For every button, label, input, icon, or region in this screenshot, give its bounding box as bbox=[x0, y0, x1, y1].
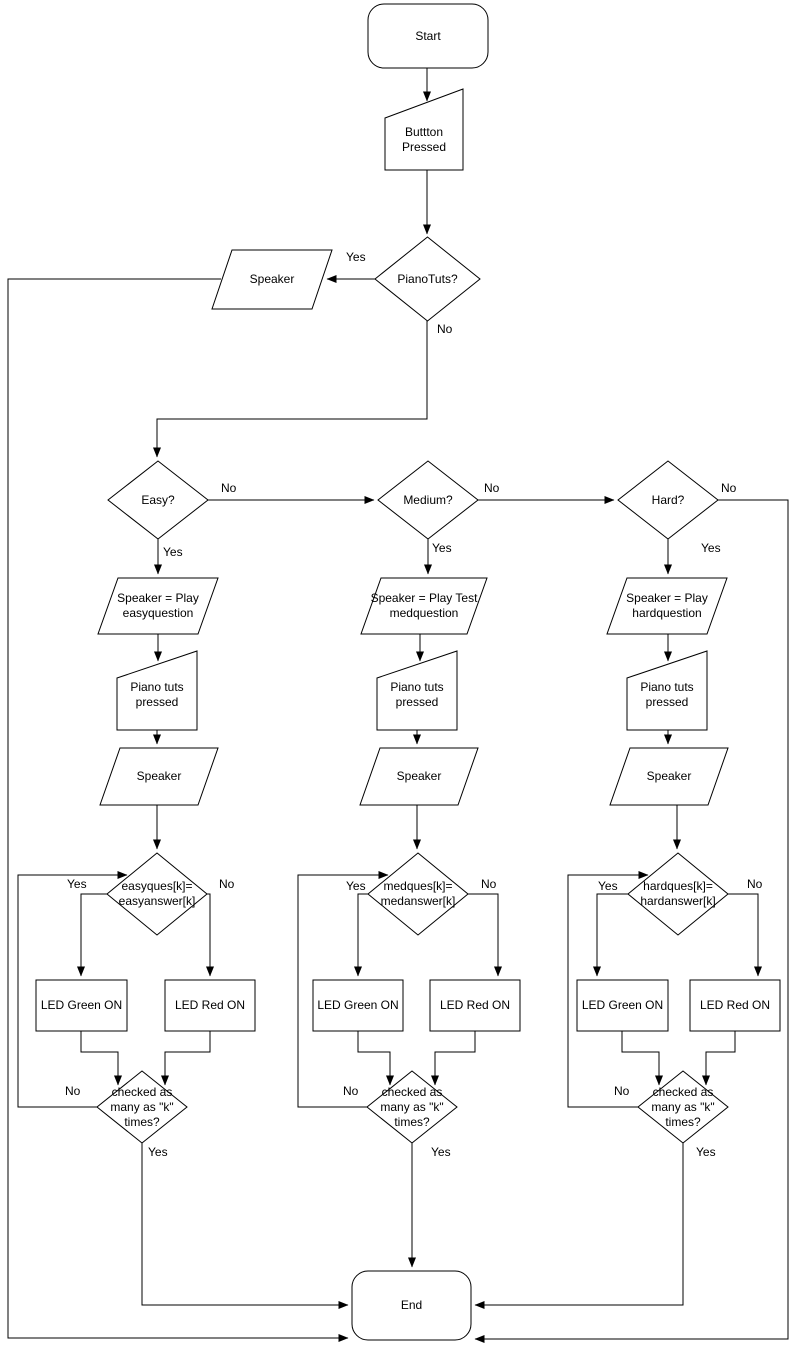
node-chk-med-decision bbox=[366, 1070, 458, 1144]
node-speaker-hard bbox=[609, 747, 729, 806]
edge-chkeasy-yes-to-end bbox=[141, 1143, 349, 1309]
edge-chkhard-yes-to-end bbox=[474, 1143, 684, 1309]
node-easy-decision bbox=[107, 460, 209, 540]
node-play-hardquestion bbox=[606, 577, 728, 635]
node-qeasy-decision bbox=[106, 852, 208, 936]
edge-greenmed-to-chk bbox=[357, 1031, 394, 1086]
node-led-red-hard bbox=[689, 979, 781, 1032]
node-hard-decision bbox=[617, 460, 719, 540]
node-tuts-med bbox=[376, 650, 458, 731]
node-end bbox=[351, 1270, 472, 1341]
edge-qhard-no bbox=[728, 893, 762, 977]
edge-qmed-yes bbox=[354, 893, 368, 977]
edge-qeasy-yes bbox=[77, 893, 107, 977]
edge-redhard-to-chk bbox=[702, 1031, 736, 1086]
edge-redeasy-to-chk bbox=[161, 1031, 211, 1086]
edge-chkmed-no-loop bbox=[297, 871, 389, 1108]
node-speaker-top bbox=[211, 249, 333, 310]
node-led-red-med bbox=[429, 979, 521, 1032]
edge-greeneasy-to-chk bbox=[80, 1031, 122, 1086]
edge-qhard-yes bbox=[593, 893, 628, 977]
node-qhard-decision bbox=[627, 852, 729, 936]
node-speaker-easy bbox=[99, 747, 219, 806]
node-start bbox=[367, 3, 489, 69]
node-chk-easy-decision bbox=[96, 1070, 188, 1144]
edge-greenhard-to-chk bbox=[621, 1031, 663, 1086]
edge-hard-no-loop-to-end bbox=[474, 499, 789, 1343]
node-pianotuts-decision bbox=[374, 236, 481, 322]
edge-pianotuts-no bbox=[153, 321, 428, 458]
edge-chkeasy-no-loop bbox=[17, 871, 128, 1108]
node-button-pressed bbox=[384, 88, 464, 171]
node-play-easyquestion bbox=[97, 577, 219, 635]
node-led-green-hard bbox=[576, 979, 669, 1032]
node-speaker-med bbox=[359, 747, 479, 806]
node-tuts-hard bbox=[626, 650, 708, 731]
node-medium-decision bbox=[377, 460, 479, 540]
edge-chkhard-no-loop bbox=[567, 871, 649, 1108]
node-qmed-decision bbox=[367, 852, 469, 936]
node-tuts-easy bbox=[116, 650, 198, 731]
node-chk-hard-decision bbox=[637, 1070, 729, 1144]
edge-redmed-to-chk bbox=[431, 1031, 476, 1086]
edge-qeasy-no bbox=[206, 893, 214, 977]
edge-qmed-no bbox=[468, 893, 502, 977]
edge-speaker-loop-to-end bbox=[7, 278, 349, 1342]
node-led-green-med bbox=[312, 979, 404, 1032]
node-play-medquestion bbox=[360, 577, 488, 635]
node-led-green-easy bbox=[35, 979, 128, 1032]
node-led-red-easy bbox=[164, 979, 256, 1032]
